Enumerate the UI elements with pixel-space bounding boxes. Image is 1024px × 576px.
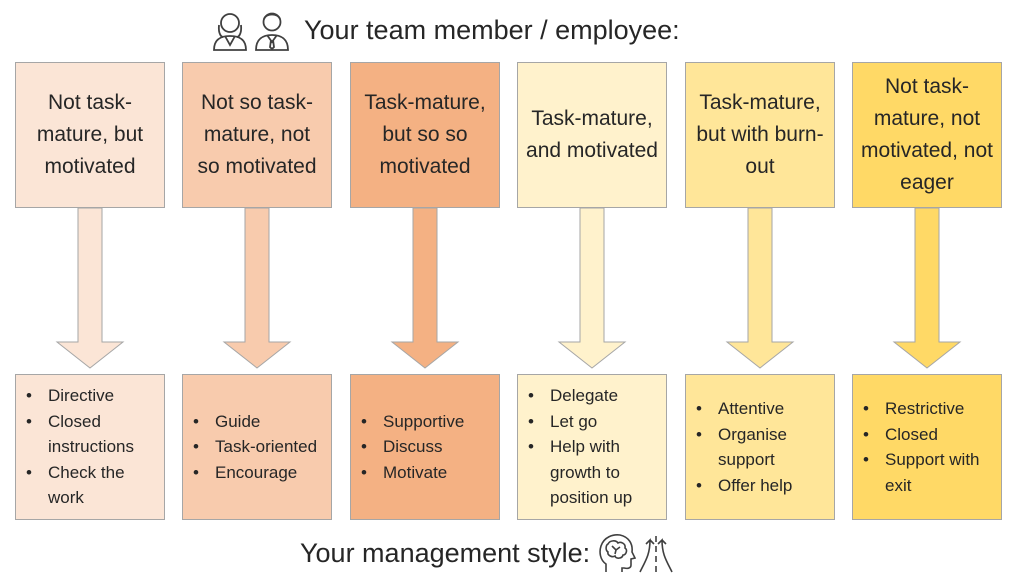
style-item: Closed (859, 422, 997, 448)
style-item: Encourage (189, 460, 317, 486)
column-3: Task-mature, but so so motivated Support… (350, 62, 500, 520)
style-item: Attentive (692, 396, 830, 422)
style-item: Discuss (357, 434, 464, 460)
down-arrow (725, 208, 795, 369)
footer-title: Your management style: (300, 537, 591, 568)
brain-head-icon (599, 534, 637, 572)
down-arrow (557, 208, 627, 369)
style-item: Restrictive (859, 396, 997, 422)
arrow-shape (725, 208, 795, 369)
style-item: Delegate (524, 383, 662, 409)
arrow-shape (390, 208, 460, 369)
style-box: Guide Task-oriented Encourage (182, 374, 332, 520)
arrow-shape (222, 208, 292, 369)
down-arrow (390, 208, 460, 369)
style-box: Delegate Let go Help with growth to posi… (517, 374, 667, 520)
arrow-shape (892, 208, 962, 369)
style-item: Closed instructions (22, 409, 160, 460)
style-item: Help with growth to position up (524, 434, 662, 511)
situation-text: Not task-mature, not motivated, not eage… (861, 75, 993, 194)
style-box: Supportive Discuss Motivate (350, 374, 500, 520)
style-item: Check the work (22, 460, 160, 511)
style-item: Directive (22, 383, 160, 409)
situation-text: Not so task-mature, not so motivated (197, 91, 317, 178)
column-4: Task-mature, and motivated Delegate Let … (517, 62, 667, 520)
crossroads-icon (639, 536, 673, 573)
situation-text: Task-mature, but so so motivated (364, 91, 486, 178)
arrow-shape (557, 208, 627, 369)
situation-box: Not task-mature, but motivated (15, 62, 165, 208)
situation-box: Task-mature, but so so motivated (350, 62, 500, 208)
arrow-shape (55, 208, 125, 369)
down-arrow (892, 208, 962, 369)
style-box: Directive Closed instructions Check the … (15, 374, 165, 520)
style-box: Restrictive Closed Support with exit (852, 374, 1002, 520)
situation-box: Task-mature, but with burn-out (685, 62, 835, 208)
style-item: Support with exit (859, 447, 997, 498)
style-item: Organise support (692, 422, 830, 473)
footer: Your management style: (300, 530, 676, 576)
style-box: Attentive Organise support Offer help (685, 374, 835, 520)
people-icon (213, 12, 289, 51)
situation-text: Task-mature, and motivated (526, 107, 658, 162)
situation-box: Task-mature, and motivated (517, 62, 667, 208)
column-1: Not task-mature, but motivated Directive… (15, 62, 165, 520)
situation-box: Not so task-mature, not so motivated (182, 62, 332, 208)
situation-text: Task-mature, but with burn-out (696, 91, 824, 178)
column-2: Not so task-mature, not so motivated Gui… (182, 62, 332, 520)
down-arrow (222, 208, 292, 369)
column-6: Not task-mature, not motivated, not eage… (852, 62, 1002, 520)
situation-text: Not task-mature, but motivated (36, 91, 144, 178)
header: Your team member / employee: (210, 4, 680, 56)
down-arrow (55, 208, 125, 369)
style-item: Let go (524, 409, 662, 435)
situation-box: Not task-mature, not motivated, not eage… (852, 62, 1002, 208)
style-item: Guide (189, 409, 317, 435)
column-5: Task-mature, but with burn-out Attentive… (685, 62, 835, 520)
style-item: Supportive (357, 409, 464, 435)
style-item: Task-oriented (189, 434, 317, 460)
style-item: Offer help (692, 473, 830, 499)
header-title: Your team member / employee: (304, 14, 680, 45)
style-item: Motivate (357, 460, 464, 486)
